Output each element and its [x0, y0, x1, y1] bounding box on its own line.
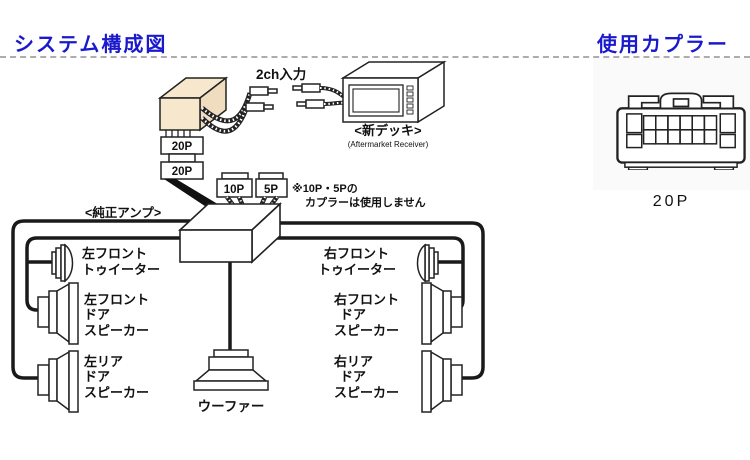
connector-20p-drawing [616, 92, 746, 170]
right-front-tweeter-label-2: トゥイーター [318, 262, 396, 277]
adapter-rca-cables [200, 92, 253, 134]
right-rear-door-label-1: 右リア [333, 354, 373, 369]
right-front-door-label-2: ドア [340, 307, 366, 322]
wire-left-inner [25, 236, 182, 312]
right-front-door-label-3: スピーカー [334, 323, 399, 338]
coupler-pin-label: 20P [652, 193, 691, 210]
right-front-door-speaker-icon [421, 282, 463, 345]
left-rear-door-speaker-icon [37, 350, 79, 413]
coupler-panel [593, 58, 750, 190]
stock-amp [177, 202, 283, 264]
connector-10p-label: 10P [224, 184, 245, 196]
connector-bottom-rail [624, 161, 738, 170]
dashed-divider [0, 56, 750, 58]
left-front-door-label-3: スピーカー [84, 323, 149, 338]
connector-5p-label: 5P [264, 184, 278, 196]
connector-pin-grid [626, 113, 736, 149]
wire-right-outer [278, 221, 485, 380]
wire-left-outer [11, 219, 190, 380]
new-deck-label: <新デッキ> [354, 123, 422, 138]
unused-connectors [216, 172, 288, 198]
left-rear-door-label-3: スピーカー [84, 385, 149, 400]
connector-20p-1-label: 20P [172, 141, 193, 153]
note-line1: ※10P・5Pの [292, 182, 358, 195]
adapter-20p-connectors [160, 136, 204, 180]
right-front-tweeter-icon [416, 243, 439, 283]
right-rear-door-label-3: スピーカー [334, 385, 399, 400]
system-diagram: 2ch入力 <新デッキ> (Aftermarket Receiver) 20P … [11, 60, 485, 414]
right-front-door-label-1: 右フロント [333, 292, 399, 307]
connector-left-shoulder [627, 95, 660, 110]
woofer-label: ウーファー [198, 399, 265, 414]
input-2ch-label: 2ch入力 [256, 66, 306, 82]
left-rear-door-label-2: ドア [84, 369, 110, 384]
new-deck [340, 60, 447, 124]
page-title: システム構成図 [14, 34, 168, 56]
left-front-door-speaker-icon [37, 282, 79, 345]
left-front-tweeter-icon [51, 243, 74, 283]
left-front-door-label-2: ドア [84, 307, 110, 322]
left-front-door-label-1: 左フロント [84, 292, 149, 307]
connector-20p-2-label: 20P [172, 166, 193, 178]
left-rear-door-label-1: 左リア [84, 354, 123, 369]
right-rear-door-label-2: ドア [340, 369, 366, 384]
connector-right-shoulder [702, 95, 735, 110]
rca-plugs [245, 83, 325, 112]
coupler-title: 使用カプラー [597, 34, 729, 56]
speaker-wiring-loops [11, 219, 485, 380]
left-front-tweeter-label-2: トゥイーター [82, 262, 160, 277]
woofer-icon [193, 349, 269, 391]
note-line2: カプラーは使用しません [305, 195, 426, 209]
right-rear-door-speaker-icon [421, 350, 463, 413]
new-deck-sublabel: (Aftermarket Receiver) [348, 140, 429, 149]
stock-amp-label: <純正アンプ> [85, 205, 161, 220]
harness-adapter [157, 76, 229, 137]
left-front-tweeter-label-1: 左フロント [82, 246, 147, 261]
right-front-tweeter-label-1: 右フロント [323, 246, 389, 261]
